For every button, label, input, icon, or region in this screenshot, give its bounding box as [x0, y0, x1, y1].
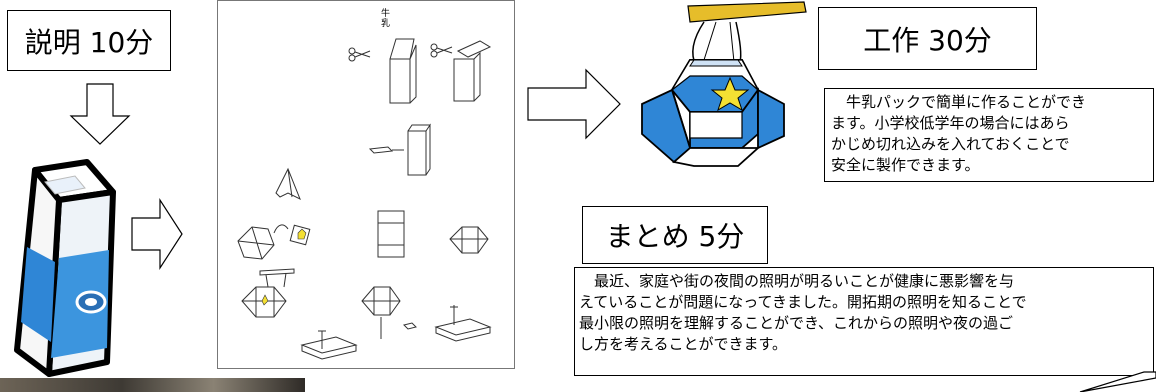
craft-note: 牛乳パックで簡単に作ることができ ます。小学校低学年の場合にはあら かじめ切れ込… — [824, 88, 1154, 182]
milk-side-blue — [21, 247, 55, 342]
step-craft-label: 工作 30分 — [818, 7, 1037, 70]
summary-note-line: えていることが問題になってきました。開拓期の照明を知ることで — [579, 293, 1027, 311]
scissors-icon — [348, 47, 371, 62]
star-icon — [710, 76, 750, 112]
summary-note-line: 最小限の照明を理解することができ、これからの照明や夜の過ご — [579, 314, 1013, 332]
finished-lantern-icon — [641, 1, 807, 167]
right-arrow-1 — [131, 197, 183, 271]
sheet-title: 牛乳 — [381, 9, 391, 29]
lantern-handle — [687, 1, 807, 23]
craft-note-line: ます。小学校低学年の場合にはあら — [831, 114, 1070, 132]
milk-carton-icon — [14, 159, 116, 377]
classroom-photo — [0, 378, 305, 392]
instruction-sheet: 牛乳 — [217, 0, 515, 369]
scissors-icon — [430, 43, 453, 58]
speech-tail — [1079, 371, 1156, 392]
step-explain-label: 説明 10分 — [7, 10, 171, 71]
summary-note-line: し方を考えることができます。 — [579, 335, 788, 353]
right-arrow-2 — [527, 68, 621, 140]
instruction-sheet-drawings — [237, 38, 492, 360]
summary-note: 最近、家庭や街の夜間の照明が明るいことが健康に悪影響を与 えていることが問題にな… — [574, 267, 1154, 376]
craft-note-line: かじめ切れ込みを入れておくことで — [831, 135, 1070, 153]
summary-note-line: 最近、家庭や街の夜間の照明が明るいことが健康に悪影響を与 — [579, 272, 1015, 290]
craft-note-line: 牛乳パックで簡単に作ることができ — [831, 93, 1087, 111]
down-arrow — [69, 83, 131, 145]
step-summary-label: まとめ 5分 — [582, 206, 768, 264]
craft-note-line: 安全に製作できます。 — [831, 156, 980, 174]
